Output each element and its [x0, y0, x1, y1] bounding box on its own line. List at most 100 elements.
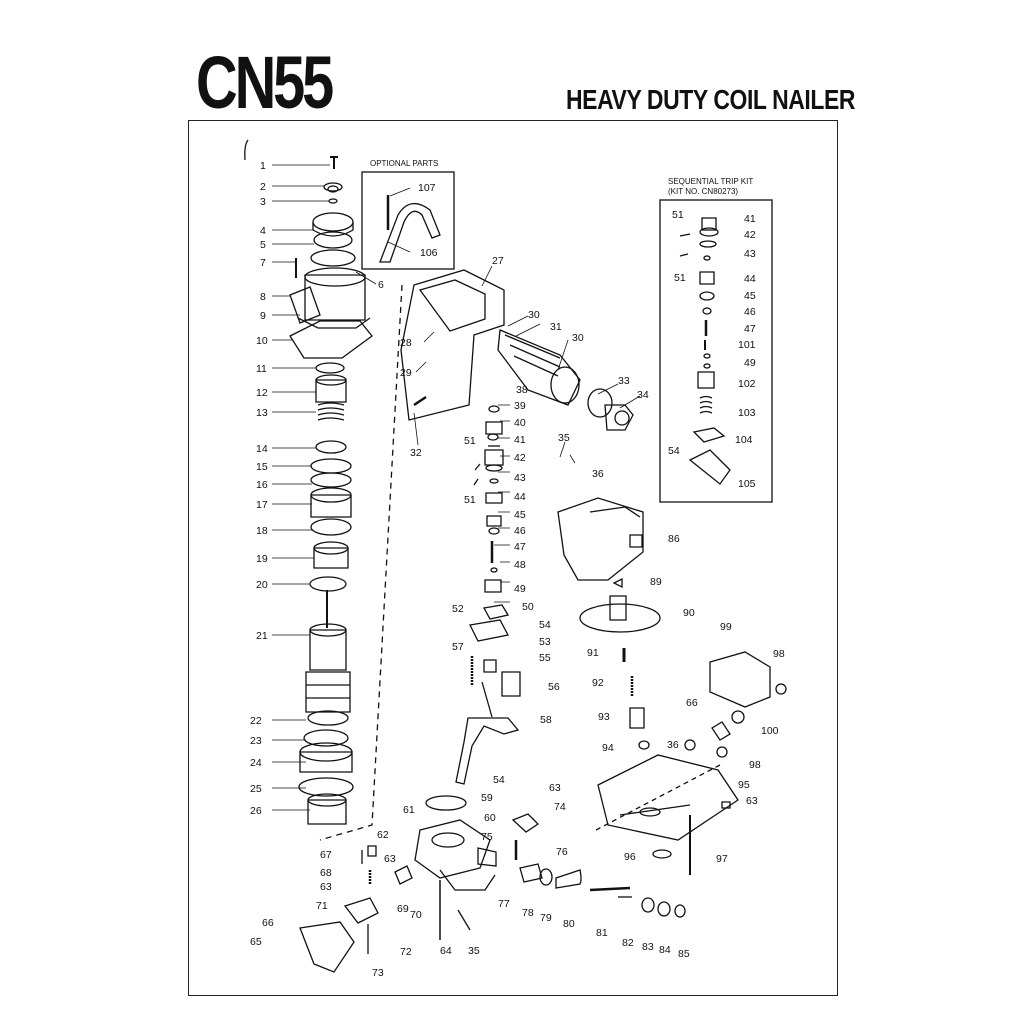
part-label: 72: [400, 946, 412, 958]
trip-kit-caption-line2: (KIT NO. CN80273): [668, 187, 738, 196]
optional-parts-caption: OPTIONAL PARTS: [370, 159, 438, 168]
part-label: 74: [554, 801, 566, 813]
part-label: 97: [716, 853, 728, 865]
part-label: 24: [250, 757, 262, 769]
body-assembly: [400, 269, 634, 431]
part-label: 46: [744, 306, 756, 318]
part-label: 98: [773, 648, 785, 660]
part-label: 96: [624, 851, 636, 863]
part-label: 79: [540, 912, 552, 924]
part-label: 64: [440, 945, 452, 957]
part-label: 21: [256, 630, 268, 642]
part-label: 62: [377, 829, 389, 841]
part-label: 30: [572, 332, 584, 344]
trip-kit-box: [659, 199, 773, 503]
part-label: 67: [320, 849, 332, 861]
part-label: 52: [452, 603, 464, 615]
part-label: 60: [484, 812, 496, 824]
part-label: 6: [378, 279, 384, 291]
part-label: 7: [260, 257, 266, 269]
part-label: 69: [397, 903, 409, 915]
part-label: 63: [549, 782, 561, 794]
part-label: 31: [550, 321, 562, 333]
part-label: 5: [260, 239, 266, 251]
part-label: 49: [744, 357, 756, 369]
part-label: 25: [250, 783, 262, 795]
part-label: 19: [256, 553, 268, 565]
part-label: 92: [592, 677, 604, 689]
part-label: 51: [464, 494, 476, 506]
part-label: 105: [738, 478, 756, 490]
part-106-hook: [379, 203, 441, 263]
model-number: CN55: [196, 41, 334, 124]
part-label: 75: [481, 831, 493, 843]
part-label: 30: [528, 309, 540, 321]
part-label: 8: [260, 291, 266, 303]
part-label: 41: [514, 434, 526, 446]
part-label: 93: [598, 711, 610, 723]
part-label: 58: [540, 714, 552, 726]
part-label: 95: [738, 779, 750, 791]
bottom-assembly: [299, 764, 721, 973]
part-label: 106: [420, 247, 438, 259]
part-label: 54: [493, 774, 505, 786]
part-label: 22: [250, 715, 262, 727]
part-label: 39: [514, 400, 526, 412]
part-label: 26: [250, 805, 262, 817]
diagram-frame: [188, 120, 838, 996]
part-label: 73: [372, 967, 384, 979]
part-label: 98: [749, 759, 761, 771]
part-label: 20: [256, 579, 268, 591]
part-label: 23: [250, 735, 262, 747]
part-label: 36: [592, 468, 604, 480]
part-label: 53: [539, 636, 551, 648]
part-label: 107: [418, 182, 436, 194]
part-label: 94: [602, 742, 614, 754]
part-label: 27: [492, 255, 504, 267]
part-label: 10: [256, 335, 268, 347]
part-label: 12: [256, 387, 268, 399]
part-label: 59: [481, 792, 493, 804]
part-number-labels: 1 2 3 4 5 7 6 8 9 10 11 12 13 14 15 16 1…: [250, 160, 785, 979]
part-label: 78: [522, 907, 534, 919]
part-label: 51: [464, 435, 476, 447]
part-label: 49: [514, 583, 526, 595]
part-label: 2: [260, 181, 266, 193]
part-label: 32: [410, 447, 422, 459]
part-label: 38: [516, 384, 528, 396]
part-label: 14: [256, 443, 268, 455]
part-label: 17: [256, 499, 268, 511]
part-label: 71: [316, 900, 328, 912]
part-label: 76: [556, 846, 568, 858]
part-label: 91: [587, 647, 599, 659]
part-label: 84: [659, 944, 671, 956]
part-label: 44: [744, 273, 756, 285]
part-label: 35: [558, 432, 570, 444]
part-label: 4: [260, 225, 266, 237]
part-label: 41: [744, 213, 756, 225]
part-label: 51: [674, 272, 686, 284]
part-label: 43: [744, 248, 756, 260]
part-label: 48: [514, 559, 526, 571]
part-label: 50: [522, 601, 534, 613]
part-label: 51: [672, 209, 684, 221]
assembly-axis-line: [319, 284, 403, 841]
part-label: 40: [514, 417, 526, 429]
trip-kit-caption-line1: SEQUENTIAL TRIP KIT: [668, 177, 753, 186]
part-label: 66: [686, 697, 698, 709]
part-label: 47: [514, 541, 526, 553]
part-label: 43: [514, 472, 526, 484]
part-label: 16: [256, 479, 268, 491]
part-label: 1: [260, 160, 266, 172]
center-column-parts: [455, 405, 521, 785]
part-label: 34: [637, 389, 649, 401]
part-label: 100: [761, 725, 779, 737]
part-label: 33: [618, 375, 630, 387]
part-label: 28: [400, 337, 412, 349]
part-label: 9: [260, 310, 266, 322]
left-column-parts: [289, 156, 373, 825]
part-label: 102: [738, 378, 756, 390]
part-label: 101: [738, 339, 756, 351]
part-label: 89: [650, 576, 662, 588]
